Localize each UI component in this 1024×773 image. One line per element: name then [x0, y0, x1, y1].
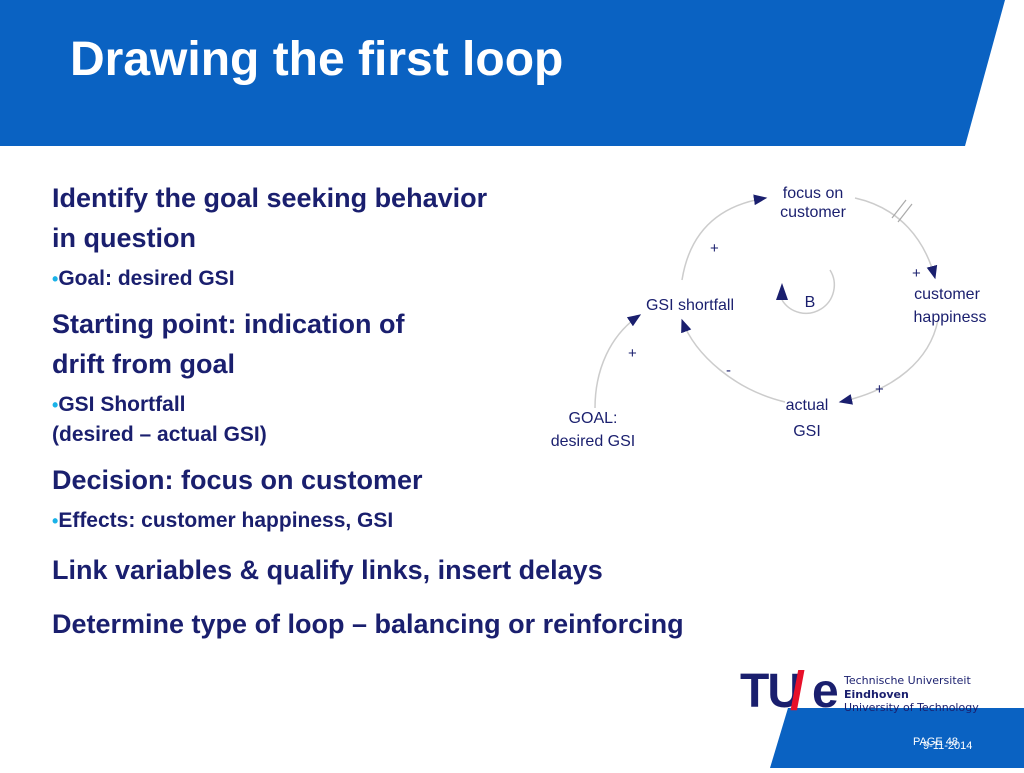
link-goal-to-shortfall — [594, 314, 642, 409]
heading-starting-point: Starting point: indication of drift from… — [52, 309, 405, 379]
link-focus-to-happiness — [854, 197, 938, 280]
slide-date: 9-11-2014 — [923, 740, 973, 752]
link-happiness-to-actual — [838, 319, 939, 405]
polarity-sign: - — [726, 362, 731, 379]
bullet-icon: • — [52, 269, 59, 289]
node-customer-happiness: happiness — [914, 309, 987, 326]
node-focus-on-customer: focus on — [783, 185, 843, 202]
link-actual-to-shortfall — [681, 318, 786, 403]
node-actual-gsi: GSI — [793, 423, 821, 440]
heading-determine-loop: Determine type of loop – balancing or re… — [52, 609, 684, 639]
causal-loop-diagram: focus on customer customer happiness act… — [520, 170, 1020, 470]
page-number: PAGE 48 — [913, 736, 959, 748]
logo-mark-tu: TU — [740, 665, 802, 718]
loop-indicator-arrow — [776, 283, 788, 300]
bullet-icon: • — [52, 395, 59, 415]
footer-band — [770, 708, 1024, 768]
header-band — [0, 0, 1024, 146]
tue-logo: TU / e Technische Universiteit Eindhoven… — [740, 661, 990, 721]
node-customer-happiness: customer — [914, 286, 980, 303]
bullet-effects: •Effects: customer happiness, GSI — [52, 509, 394, 532]
polarity-sign: + — [710, 240, 719, 257]
node-focus-on-customer: customer — [780, 204, 846, 221]
node-goal: GOAL: — [569, 410, 618, 427]
bullet-gsi-shortfall: •GSI Shortfall (desired – actual GSI) — [52, 393, 267, 446]
heading-identify-goal: Identify the goal seeking behavior in qu… — [52, 183, 488, 253]
loop-indicator-arc — [781, 269, 836, 315]
delay-mark — [897, 203, 913, 223]
logo-mark-e: e — [812, 665, 839, 718]
logo-line-1: Technische Universiteit — [844, 674, 971, 687]
loop-type-label: B — [805, 294, 816, 311]
polarity-sign: + — [912, 265, 921, 282]
polarity-sign: + — [875, 381, 884, 398]
logo-mark-slash: / — [790, 661, 806, 721]
heading-decision: Decision: focus on customer — [52, 465, 423, 495]
delay-mark — [891, 199, 907, 219]
bullet-icon: • — [52, 511, 59, 531]
logo-line-3: University of Technology — [844, 701, 979, 714]
bullet-goal: •Goal: desired GSI — [52, 267, 235, 290]
link-shortfall-to-focus — [681, 194, 768, 281]
polarity-sign: + — [628, 345, 637, 362]
node-gsi-shortfall: GSI shortfall — [646, 297, 734, 314]
heading-link-variables: Link variables & qualify links, insert d… — [52, 555, 603, 585]
node-actual-gsi: actual — [786, 397, 829, 414]
slide-title: Drawing the first loop — [70, 33, 564, 86]
logo-line-2: Eindhoven — [844, 688, 909, 701]
slide-body: Identify the goal seeking behavior in qu… — [52, 178, 752, 650]
node-goal: desired GSI — [551, 433, 635, 450]
